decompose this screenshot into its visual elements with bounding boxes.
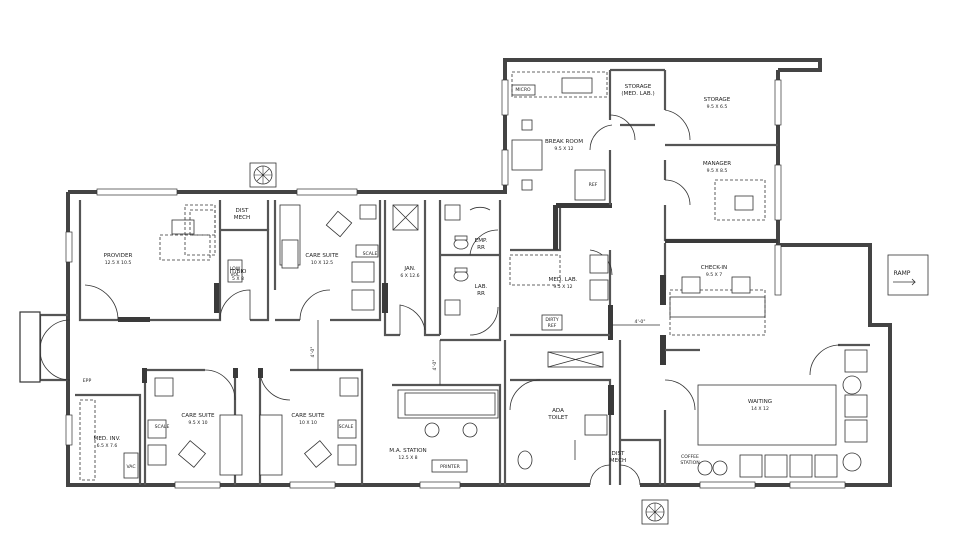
exterior-walls	[19, 58, 892, 489]
room-label-break-room: BREAK ROOM	[545, 139, 583, 145]
room-label-ada: ADA	[552, 408, 564, 414]
wall-block	[553, 205, 558, 250]
room-label-care-suite: CARE SUITE	[305, 253, 339, 259]
windows	[65, 79, 846, 489]
dimension-corridor-mid: 4'-0"	[432, 360, 438, 371]
furniture	[79, 71, 929, 525]
room-size-manager: 9.5 X 8.5	[707, 168, 728, 174]
door-swings	[39, 109, 841, 486]
room-label-emp-rr: EMP.	[475, 238, 488, 244]
entry-canopy	[19, 311, 41, 383]
room-labels: PROVIDER 12.5 X 10.5 DIST MECH CARE SUIT…	[94, 84, 773, 464]
room-label-emp-rr-2: RR	[477, 245, 485, 251]
fixture-low-vol: LOW	[230, 266, 241, 272]
room-label-check-in: CHECK-IN	[701, 265, 728, 271]
wall-block	[233, 368, 238, 378]
room-label-storage: STORAGE	[704, 97, 731, 103]
room-size-med-inv: 6.5 X 7.6	[97, 443, 118, 449]
room-label-care-suite-right: CARE SUITE	[291, 413, 325, 419]
room-size-storage: 9.5 X 6.5	[707, 104, 728, 110]
fixture-scale-top: SCALE	[363, 251, 378, 257]
room-label-jan: JAN.	[403, 266, 416, 272]
room-label-care-suite-left: CARE SUITE	[181, 413, 215, 419]
fixture-low-vol-2: VOL	[230, 272, 240, 278]
fixture-micro: MICRO	[515, 87, 531, 93]
room-label-dist-mech-2: MECH	[234, 215, 250, 221]
fixture-vac: VAC	[126, 464, 135, 470]
room-label-med-lab: MED. LAB.	[549, 277, 578, 283]
wall-block	[214, 283, 219, 313]
fixture-labels: SCALE SCALE SCALE MICRO REF DIRTY REF PR…	[83, 87, 700, 470]
room-label-provider: PROVIDER	[104, 253, 133, 259]
room-size-break-room: 9.5 X 12	[554, 146, 573, 152]
room-size-care-suite: 10 X 12.5	[311, 260, 333, 266]
wall-block	[382, 283, 388, 313]
room-size-ma-station: 12.5 X 8	[398, 455, 417, 461]
room-size-care-suite-left: 9.5 X 10	[188, 420, 207, 426]
wall-block	[556, 203, 612, 208]
fixture-dirty-ref: DIRTY	[545, 317, 559, 323]
fixture-printer: PRINTER	[440, 464, 460, 470]
fixture-coffee-station-2: STATION	[680, 460, 699, 466]
room-label-lab-rr: LAB.	[475, 284, 488, 290]
dimension-corridor-left: 4'-0"	[310, 347, 316, 358]
room-label-dist-mech-bottom: DIST	[612, 451, 626, 457]
room-label-waiting: WAITING	[748, 399, 772, 405]
fixture-scale-right: SCALE	[339, 424, 354, 430]
wall-block	[118, 317, 150, 322]
wall-block	[608, 385, 614, 415]
fixture-dirty-ref-2: REF	[548, 323, 557, 329]
room-size-check-in: 9.5 X 7	[706, 272, 722, 278]
fixture-coffee-station: COFFEE	[681, 454, 699, 460]
room-label-manager: MANAGER	[703, 161, 731, 167]
room-label-dist-mech: DIST	[236, 208, 250, 214]
room-label-med-inv: MED. INV.	[94, 436, 121, 442]
room-size-it-bio: 5 X 8	[232, 276, 244, 282]
room-label-storage-med-lab: STORAGE	[625, 84, 652, 90]
room-label-lab-rr-2: RR	[477, 291, 485, 297]
north-arrow-top	[249, 162, 277, 188]
north-arrow-bottom	[641, 499, 669, 525]
wall-block	[665, 239, 778, 243]
dimension-labels: 4'-0" 4'-0" 4'-0"	[310, 319, 645, 370]
room-size-care-suite-right: 10 X 10	[299, 420, 317, 426]
room-size-provider: 12.5 X 10.5	[105, 260, 132, 266]
ramp-arrow-icon	[893, 278, 916, 286]
ramp-label: RAMP	[894, 270, 911, 277]
room-label-storage-med-lab-2: (MED. LAB.)	[621, 91, 654, 97]
wall-block	[660, 275, 666, 305]
dimension-corridor-right: 4'-0"	[635, 319, 646, 325]
room-label-it-bio: IT/BIO	[230, 269, 247, 275]
fixture-ref: REF	[589, 182, 598, 188]
room-size-waiting: 14 X 12	[751, 406, 769, 412]
wall-block	[142, 368, 147, 383]
room-label-ma-station: M.A. STATION	[389, 448, 426, 454]
ramp-area	[887, 254, 929, 296]
room-size-jan: 6 X 12.6	[400, 273, 419, 279]
room-size-med-lab: 9.5 X 12	[553, 284, 572, 290]
wall-block	[660, 335, 666, 365]
wall-block	[608, 305, 613, 340]
fixture-epp: EPP	[83, 378, 92, 384]
room-label-dist-mech-bottom-2: MECH	[610, 458, 626, 464]
fixture-scale-left: SCALE	[155, 424, 170, 430]
room-label-ada-2: TOILET	[547, 415, 568, 421]
